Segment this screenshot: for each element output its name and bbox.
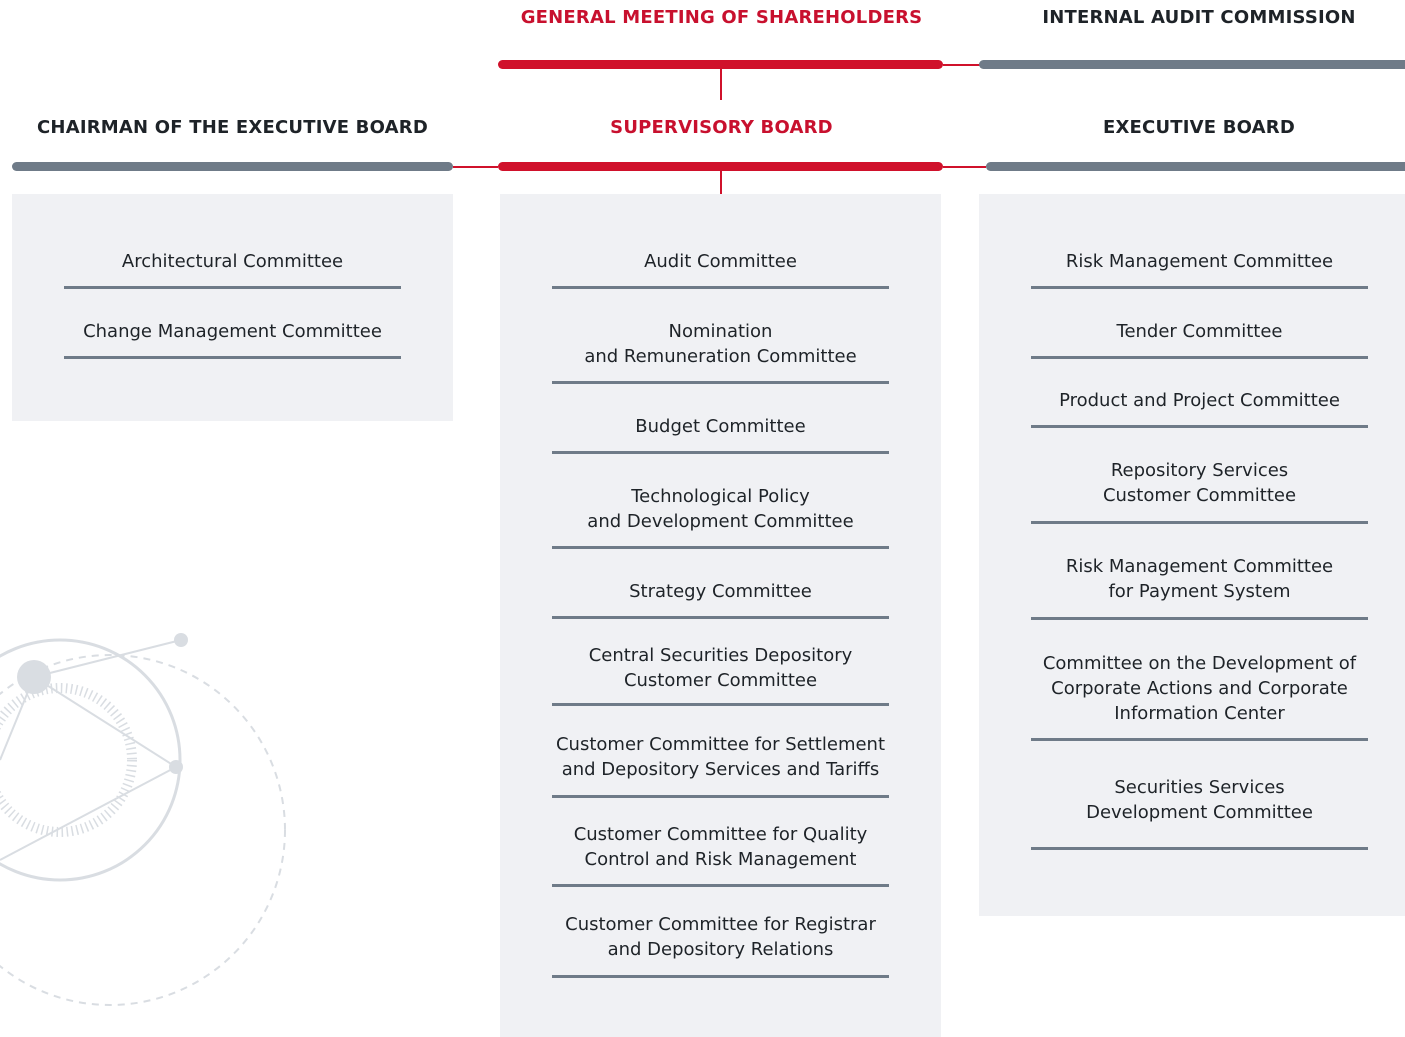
supervisory-board-bar — [498, 162, 943, 171]
committee-label: and Development Committee — [587, 511, 854, 532]
committee-label: Customer Committee — [1102, 485, 1297, 506]
committee-item: Strategy Committee — [552, 579, 889, 619]
connector-line — [453, 166, 498, 168]
committee-label: Corporate Actions and Corporate — [1051, 678, 1348, 699]
committee-item: Technological Policy and Development Com… — [552, 484, 889, 549]
committee-label: Customer Committee for Quality — [573, 824, 868, 845]
committee-item: Risk Management Committee — [1031, 249, 1368, 289]
committee-label: Architectural Committee — [121, 251, 344, 272]
general-meeting-bar — [498, 60, 943, 69]
committee-label: and Depository Services and Tariffs — [561, 759, 880, 780]
committee-label: Central Securities Depository — [588, 645, 853, 666]
committee-item: Customer Committee for Quality Control a… — [552, 822, 889, 887]
chairman-committees-panel: Architectural Committee Change Managemen… — [12, 194, 453, 421]
committee-label: Control and Risk Management — [584, 849, 857, 870]
committee-item: Securities Services Development Committe… — [1031, 775, 1368, 850]
committee-item: Central Securities Depository Customer C… — [552, 643, 889, 706]
internal-audit-bar — [979, 60, 1405, 69]
committee-label: Customer Committee for Registrar — [565, 914, 876, 935]
connector-line — [720, 171, 722, 194]
committee-label: and Remuneration Committee — [584, 346, 857, 367]
committee-item: Risk Management Committee for Payment Sy… — [1031, 554, 1368, 620]
committee-label: Technological Policy — [631, 486, 810, 507]
committee-item: Customer Committee for Registrar and Dep… — [552, 912, 889, 978]
committee-label: Budget Committee — [635, 416, 806, 437]
committee-label: Audit Committee — [644, 251, 797, 272]
committee-label: Strategy Committee — [629, 581, 812, 602]
committee-label: Product and Project Committee — [1059, 390, 1340, 411]
committee-item: Product and Project Committee — [1031, 388, 1368, 428]
connector-line — [720, 69, 722, 100]
decorative-orbit-graphic — [0, 633, 286, 1006]
committee-item: Budget Committee — [552, 414, 889, 454]
committee-label: Nomination — [668, 321, 773, 342]
committee-label: Development Committee — [1086, 802, 1313, 823]
committee-label: Tender Committee — [1116, 321, 1283, 342]
committee-item: Architectural Committee — [64, 249, 401, 289]
committee-label: and Depository Relations — [607, 939, 834, 960]
committee-label: Securities Services — [1114, 777, 1285, 798]
executive-committees-panel: Risk Management Committee Tender Committ… — [979, 194, 1405, 916]
committee-label: Change Management Committee — [83, 321, 382, 342]
committee-label: Risk Management Committee — [1065, 251, 1334, 272]
supervisory-committees-panel: Audit Committee Nomination and Remunerat… — [500, 194, 941, 1037]
internal-audit-heading: INTERNAL AUDIT COMMISSION — [1042, 7, 1356, 28]
committee-label: Committee on the Development of — [1042, 653, 1357, 674]
committee-label: Customer Committee — [623, 670, 818, 691]
supervisory-board-heading: SUPERVISORY BOARD — [610, 117, 833, 138]
committee-item: Tender Committee — [1031, 319, 1368, 359]
committee-item: Change Management Committee — [64, 319, 401, 359]
committee-item: Audit Committee — [552, 249, 889, 289]
connector-line — [943, 64, 980, 66]
committee-label: Customer Committee for Settlement — [555, 734, 886, 755]
executive-board-bar — [986, 162, 1405, 171]
committee-label: for Payment System — [1108, 581, 1291, 602]
committee-item: Committee on the Development of Corporat… — [1031, 651, 1368, 741]
committee-label: Repository Services — [1110, 460, 1289, 481]
committee-label: Information Center — [1114, 703, 1285, 724]
committee-label: Risk Management Committee — [1065, 556, 1334, 577]
committee-item: Repository Services Customer Committee — [1031, 458, 1368, 524]
executive-board-heading: EXECUTIVE BOARD — [1102, 117, 1296, 138]
chairman-heading: CHAIRMAN OF THE EXECUTIVE BOARD — [37, 117, 428, 138]
connector-line — [943, 166, 986, 168]
committee-item: Customer Committee for Settlement and De… — [552, 732, 889, 798]
chairman-bar — [12, 162, 453, 171]
general-meeting-heading: GENERAL MEETING OF SHAREHOLDERS — [520, 7, 923, 28]
committee-item: Nomination and Remuneration Committee — [552, 319, 889, 384]
